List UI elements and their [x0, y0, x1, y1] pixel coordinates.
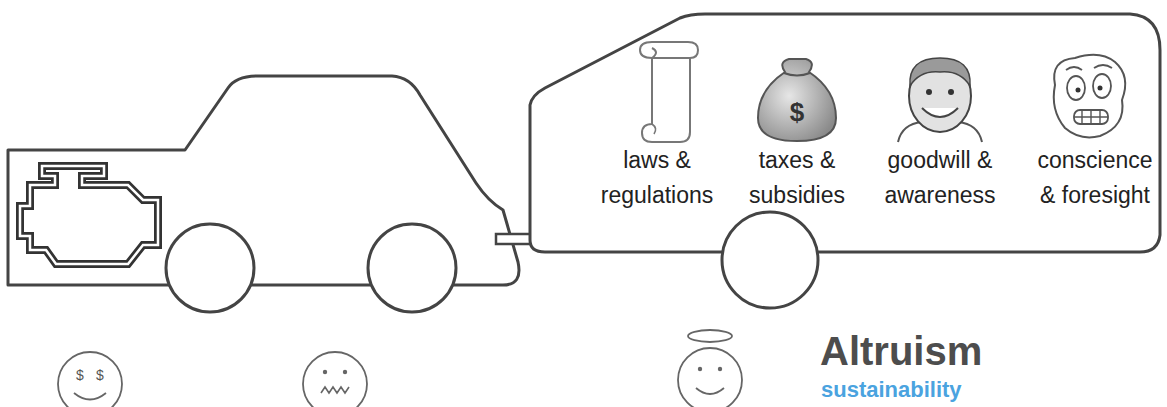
scared-eye — [1067, 76, 1085, 100]
scroll-bottom — [652, 124, 656, 134]
money-bag-icon — [758, 59, 836, 141]
trailer-outline — [525, 12, 1165, 272]
scared-pupil — [1098, 86, 1103, 91]
goodwill-eye — [948, 89, 954, 95]
subtitle-word: sustainability — [821, 379, 962, 401]
goodwill-eye — [926, 89, 932, 95]
dollar-sign: $ — [96, 368, 104, 382]
money-bag-tie — [784, 73, 810, 76]
greedy-face — [58, 352, 122, 407]
goodwill-hair — [910, 58, 970, 86]
scared-teeth — [1074, 110, 1108, 124]
scroll-curl — [640, 42, 698, 58]
engine-symbol-inner — [20, 166, 158, 264]
engine-symbol — [20, 166, 158, 264]
car-wheel — [368, 224, 456, 312]
scroll-icon — [642, 58, 690, 142]
goodwill-smile — [922, 108, 958, 117]
dollar-sign: $ — [76, 368, 84, 382]
trailer-item-label: laws & regulations — [592, 143, 722, 213]
goodwill-head — [909, 60, 971, 132]
scared-mouth — [1074, 110, 1108, 124]
title-word: Altruism — [820, 331, 982, 371]
face-eye — [343, 370, 347, 374]
trailer-outline-path — [530, 14, 1160, 252]
scared-pupil — [1076, 88, 1081, 93]
greedy-smile — [74, 393, 106, 400]
trailer-hitch — [496, 234, 532, 244]
angel-halo — [688, 330, 732, 342]
trailer-box: laws & regulationstaxes & subsidiesgoodw… — [525, 12, 1165, 272]
face-eye — [698, 367, 702, 371]
face-eye — [718, 367, 722, 371]
angel-smile — [696, 388, 724, 394]
trailer-item-label: conscience & foresight — [1030, 143, 1160, 213]
worried-mouth — [321, 387, 349, 393]
scared-eye — [1093, 74, 1111, 98]
worried-face — [303, 352, 367, 407]
trailer-item-label: taxes & subsidies — [737, 143, 857, 213]
goodwill-shoulders — [898, 122, 982, 142]
angel-face — [678, 348, 742, 407]
dollar-sign: $ — [790, 99, 804, 125]
trailer-wheel — [722, 212, 818, 308]
trailer-item-label: goodwill & awareness — [870, 143, 1010, 213]
face-eye — [323, 370, 327, 374]
scared-brows — [1066, 65, 1112, 70]
scared-face-icon — [1054, 55, 1125, 138]
car-wheel — [166, 224, 254, 312]
